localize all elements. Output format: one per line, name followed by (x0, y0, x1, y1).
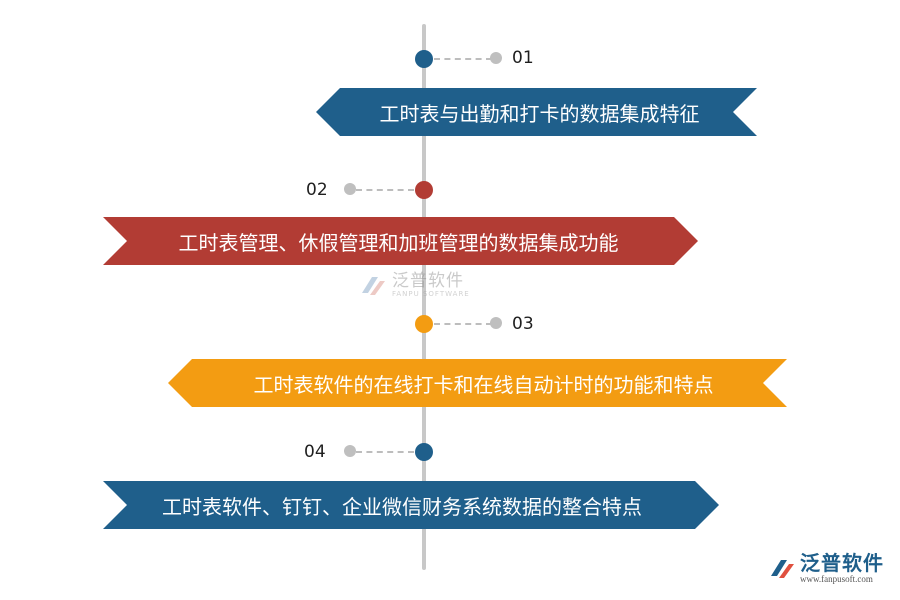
fanpu-logo-icon (362, 276, 385, 295)
timeline-spine (422, 24, 426, 570)
watermark: 泛普软件 FANPU SOFTWARE (358, 272, 470, 299)
step-number-02: 02 (306, 180, 328, 200)
step-banner-03: 工时表软件的在线打卡和在线自动计时的功能和特点 (168, 359, 787, 407)
step-label-02: 工时表管理、休假管理和加班管理的数据集成功能 (178, 230, 619, 255)
step-label-01: 工时表与出勤和打卡的数据集成特征 (379, 101, 700, 126)
step-label-04: 工时表软件、钉钉、企业微信财务系统数据的整合特点 (162, 494, 642, 519)
watermark-sub: FANPU SOFTWARE (392, 290, 470, 298)
connector-end-02 (344, 183, 356, 195)
timeline-node-03 (415, 315, 433, 333)
brand-name: 泛普软件 (800, 551, 884, 575)
step-banner-04: 工时表软件、钉钉、企业微信财务系统数据的整合特点 (103, 481, 719, 529)
connector-dash-01 (434, 58, 492, 60)
timeline-node-04 (415, 443, 433, 461)
connector-dash-04 (356, 451, 414, 453)
step-label-03: 工时表软件的在线打卡和在线自动计时的功能和特点 (253, 372, 714, 397)
connector-end-01 (490, 52, 502, 64)
connector-dash-03 (434, 323, 492, 325)
watermark-name: 泛普软件 (392, 271, 464, 291)
step-number-04: 04 (304, 442, 326, 462)
step-banner-01: 工时表与出勤和打卡的数据集成特征 (316, 88, 757, 136)
brand-url: www.fanpusoft.com (800, 574, 873, 584)
fanpu-logo-icon (771, 559, 794, 578)
timeline-node-01 (415, 50, 433, 68)
step-number-01: 01 (512, 48, 534, 68)
step-banner-02: 工时表管理、休假管理和加班管理的数据集成功能 (103, 217, 698, 265)
connector-end-04 (344, 445, 356, 457)
connector-dash-02 (356, 189, 414, 191)
connector-end-03 (490, 317, 502, 329)
brand-logo: 泛普软件 www.fanpusoft.com (768, 552, 884, 585)
timeline-node-02 (415, 181, 433, 199)
step-number-03: 03 (512, 314, 534, 334)
